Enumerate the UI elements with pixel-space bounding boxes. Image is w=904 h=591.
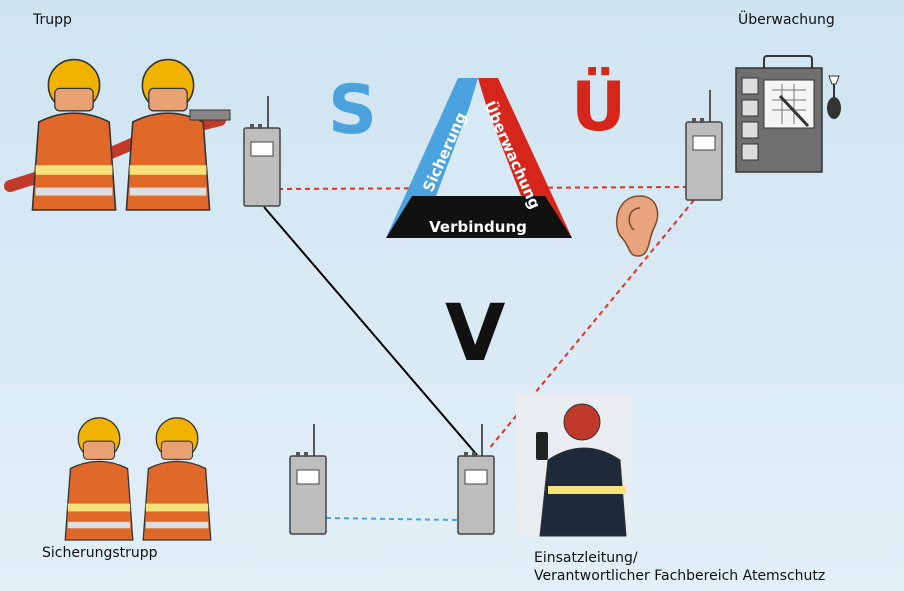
- sicherungstrupp-firefighters-icon: [64, 417, 212, 541]
- trupp-firefighters-icon: [4, 58, 231, 211]
- label-einsatzleitung-line2: Verantwortlicher Fachbereich Atemschutz: [534, 568, 826, 584]
- radio-ueberwachung-icon: [685, 89, 723, 201]
- label-ueberwachung: Überwachung: [738, 12, 835, 28]
- letter-ue: Ü: [571, 67, 626, 147]
- stopwatch-icon: [827, 75, 841, 119]
- label-einsatzleitung-line1: Einsatzleitung/: [534, 550, 638, 566]
- label-sicherungstrupp: Sicherungstrupp: [42, 545, 158, 561]
- letter-s: S: [328, 71, 377, 150]
- label-trupp: Trupp: [33, 12, 72, 28]
- ssv-triangle: Sicherung Überwachung Verbindung: [386, 78, 572, 238]
- letter-v: V: [445, 289, 505, 379]
- triangle-side-ueberwachung: [478, 78, 572, 238]
- radio-trupp-icon: [243, 95, 281, 207]
- triangle-label-verbindung: Verbindung: [429, 218, 527, 236]
- triangle-base-verbindung: [386, 196, 572, 238]
- ear-icon: [615, 195, 659, 257]
- radio-sicherungstrupp-icon: [289, 423, 327, 535]
- triangle-side-sicherung: [386, 78, 478, 238]
- link-sicherungstrupp-einsatzleitung: [325, 517, 459, 521]
- monitoring-board-icon: [735, 55, 823, 173]
- einsatzleitung-person-icon: [516, 394, 632, 537]
- link-trupp-einsatzleitung: [263, 206, 478, 456]
